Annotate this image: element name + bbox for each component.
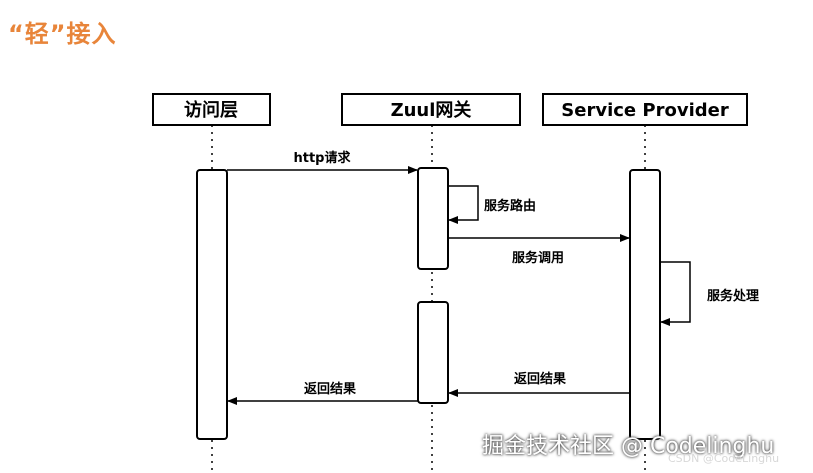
activation-access [196,169,228,440]
csdn-watermark: CSDN @CodeLinghu [668,452,780,465]
watermark: 掘金技术社区 @ Codelinghu [482,434,775,459]
activation-gateway-2 [417,301,449,404]
participant-gateway: Zuul网关 [341,93,521,126]
message-label-return-to-access: 返回结果 [304,381,356,397]
participant-provider-label: Service Provider [561,100,729,121]
message-label-return-to-gateway: 返回结果 [514,371,566,387]
message-label-process: 服务处理 [707,288,759,304]
participant-access-label: 访问层 [184,99,238,121]
message-label-http-request: http请求 [294,150,352,166]
message-label-route: 服务路由 [484,198,536,214]
participant-access: 访问层 [152,93,271,126]
message-arrow-route [448,185,479,224]
activation-gateway-1 [417,167,449,270]
message-label-invoke: 服务调用 [512,250,564,266]
activation-provider [629,169,661,440]
message-arrow-process [660,261,691,326]
participant-provider: Service Provider [542,93,748,126]
page-title: “轻”接入 [8,20,117,48]
participant-gateway-label: Zuul网关 [391,99,472,121]
